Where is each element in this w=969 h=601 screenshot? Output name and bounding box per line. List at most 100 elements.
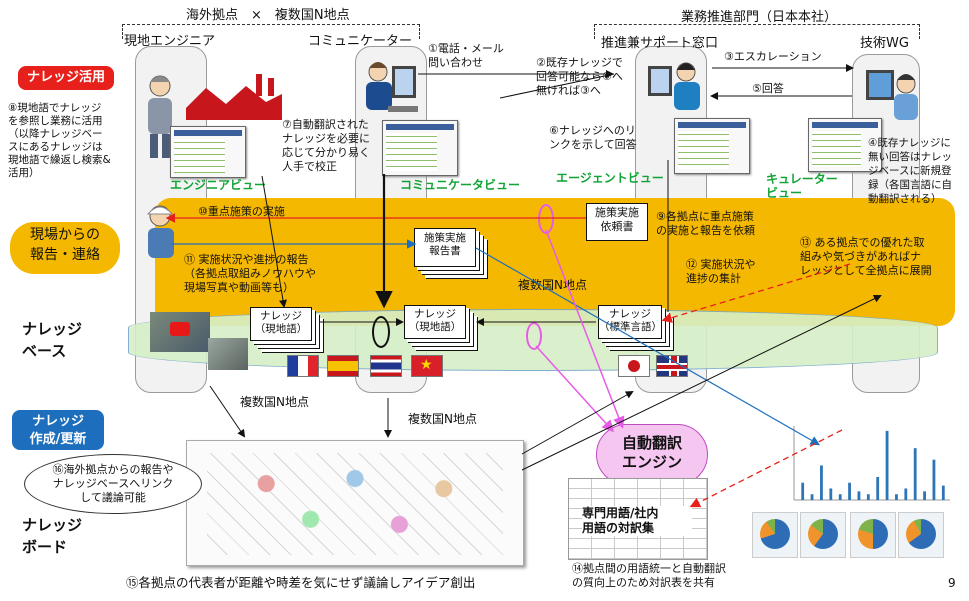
arrow-share-best-practice (661, 263, 851, 323)
knowledge-local-card-1: ナレッジ （現地語） (250, 307, 312, 341)
report-bar-chart (764, 420, 954, 506)
curator-view-screen (808, 118, 882, 172)
communicator-view-screen (382, 120, 458, 176)
knowledge-board-label: ナレッジ ボード (22, 516, 83, 556)
engineer-view-screen (170, 126, 246, 178)
chart-bar (801, 482, 805, 500)
translation-ring-mid (526, 322, 542, 350)
chart-bar (866, 494, 870, 500)
chart-bar (857, 491, 861, 500)
chart-bar (810, 494, 814, 500)
pie-chart-icon (906, 519, 936, 549)
col-header-communicator: コミュニケーター (308, 34, 413, 49)
arrow-report-to-chart (475, 247, 821, 446)
flag-japan (618, 355, 650, 377)
agent-view-label: エージェントビュー (556, 171, 664, 185)
chart-bar (820, 465, 823, 500)
engineer-figure (148, 75, 172, 158)
arrow-engineer-kb (261, 175, 287, 308)
discussion-bubble-text: ⑯海外拠点からの報告や ナレッジベースへリンク して議論可能 (52, 463, 174, 504)
step-3-text: ③エスカレーション (724, 50, 822, 63)
video-thumbnail (150, 312, 210, 352)
chart-bar (895, 494, 898, 500)
translation-ring-top (538, 204, 554, 234)
step-7-text: ⑦自動翻訳された ナレッジを必要に 応じて分かり易く 人手で校正 (282, 118, 370, 173)
pie-chart-icon (808, 519, 838, 549)
chart-bar (848, 482, 851, 500)
step-4-text: ④既存ナレッジに 無い回答はナレッ ジベースに新規登 録（各国言語に自 動翻訳さ… (868, 137, 952, 205)
col-header-promotion: 推進兼サポート窓口 (601, 36, 719, 51)
site-photo (208, 338, 248, 370)
discussion-bubble: ⑯海外拠点からの報告や ナレッジベースへリンク して議論可能 (24, 454, 202, 514)
arrow-answer-fork-a (499, 73, 615, 99)
arrow-board-to-techwg (521, 295, 882, 471)
chart-bar (829, 488, 833, 500)
arrow-board-left (209, 385, 246, 438)
step-11-text: ⑪ 実施状況や進捗の報告 （各拠点取組みノウハウや 現場写真や動画等も） (184, 253, 316, 294)
curator-view-label: キュレーター ビュー (766, 172, 838, 200)
pie-thumb-2 (800, 512, 846, 558)
arrow-translate-2 (535, 345, 615, 433)
chart-bar (932, 459, 936, 500)
hq-group-bracket (594, 24, 920, 39)
policy-report-card: 施策実施 報告書 (414, 228, 476, 267)
flag-uk (656, 355, 688, 377)
knowledge-board-canvas (186, 440, 524, 566)
flag-thailand (370, 355, 402, 377)
japan-sun-icon (628, 360, 640, 372)
pie-chart-icon (858, 519, 888, 549)
board-link-right-label: 複数国N地点 (408, 412, 477, 426)
field-report-band (155, 198, 955, 326)
board-link-left-label: 複数国N地点 (240, 395, 309, 409)
chart-bar (904, 488, 908, 500)
flag-france (287, 355, 319, 377)
knowledge-create-pill: ナレッジ 作成/更新 (12, 410, 104, 450)
arrow-board-to-kb (521, 391, 634, 455)
communicator-view-label: コミュニケータビュー (400, 178, 521, 192)
knowledge-use-pill: ナレッジ活用 (18, 66, 114, 90)
step-13-text: ⑬ ある拠点での優れた取 組みや気づきがあればナ レッジとして全拠点に展開 (800, 236, 932, 277)
step-12-text: ⑫ 実施状況や 進捗の集計 (686, 258, 756, 285)
knowledge-standard-card: ナレッジ （標準言語） (598, 305, 662, 339)
step-6-text: ⑥ナレッジへのリ ンクを示して回答 (549, 124, 637, 151)
glossary-title: 専門用語/社内 用語の対訳集 (582, 506, 692, 536)
factory-illustration (186, 74, 282, 120)
pie-thumb-4 (898, 512, 944, 558)
board-network-sketch (207, 453, 503, 555)
field-report-text: 現場からの 報告・連絡 (30, 227, 100, 263)
play-icon (170, 322, 190, 336)
pie-thumb-1 (752, 512, 798, 558)
pie-thumb-3 (850, 512, 896, 558)
arrow-translate-1 (545, 229, 625, 429)
col-header-local-engineer: 現地エンジニア (124, 34, 216, 49)
arrow-glossary-dashed (689, 429, 843, 508)
step-8-text: ⑧現地語でナレッジ を参照し業務に活用 （以降ナレッジベー スにあるナレッジは … (8, 102, 111, 179)
vietnam-star-icon: ★ (420, 357, 433, 373)
overseas-group-bracket (122, 24, 420, 39)
chart-bar (923, 491, 926, 500)
step-5-text: ⑤回答 (752, 82, 784, 95)
uk-cross-horizontal-icon (657, 363, 687, 371)
step-15-text: ⑮各拠点の代表者が距離や時差を気にせず議論しアイデア創出 (126, 575, 476, 590)
knowledge-local-card-2: ナレッジ （現地語） (404, 305, 466, 339)
step-14-text: ⑭拠点間の用語統一と自動翻訳 の質向上のため対訳表を共有 (572, 562, 726, 589)
chart-bar (876, 476, 880, 500)
col-header-tech-wg: 技術WG (860, 36, 909, 51)
chart-bar (838, 494, 842, 500)
policy-request-card: 施策実施 依頼書 (586, 203, 648, 241)
chart-bar (885, 430, 889, 500)
step-9-text: ⑨各拠点に重点施策 の実施と報告を依頼 (656, 210, 755, 237)
field-report-label (10, 222, 120, 274)
page-number: 9 (948, 576, 956, 590)
chart-bar (941, 485, 945, 500)
agent-figure (648, 62, 700, 110)
knowledge-base-label: ナレッジ ベース (22, 320, 83, 360)
step-1-text: ①電話・メール 問い合わせ (428, 42, 504, 69)
tech-wg-figure (866, 70, 918, 120)
field-worker-figure (146, 205, 174, 258)
step-10-text: ⑩重点施策の実施 (198, 205, 285, 218)
agent-view-screen (674, 118, 750, 174)
translation-engine-cloud: 自動翻訳 エンジン (596, 424, 708, 485)
flag-vietnam: ★ (411, 355, 443, 377)
